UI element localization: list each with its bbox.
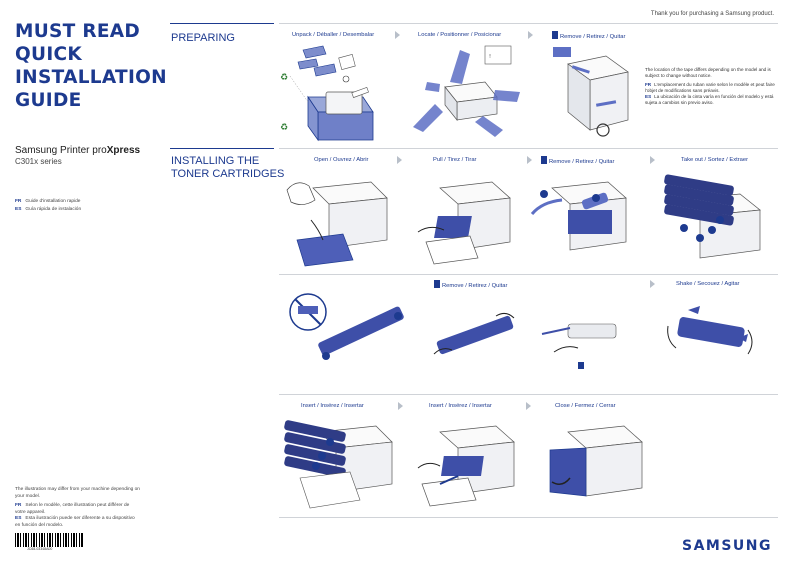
title-line: MUST READ <box>15 21 141 42</box>
row-divider <box>279 274 778 275</box>
step-close-door: Close / Fermez / Cerrar <box>555 403 616 409</box>
arrow-right-icon <box>650 280 655 288</box>
section-divider <box>170 23 274 24</box>
illustration-note: The illustration may differ from your ma… <box>15 487 140 529</box>
toner-cap-illustration <box>289 293 404 360</box>
trash-icon <box>541 156 547 164</box>
arrow-right-icon <box>526 402 531 410</box>
arrow-right-icon <box>650 156 655 164</box>
thanks-text: Thank you for purchasing a Samsung produ… <box>650 11 774 17</box>
row-divider <box>279 394 778 395</box>
insert-toner-illustration <box>284 420 393 509</box>
product-prefix: Samsung Printer pro <box>15 145 107 156</box>
pull-tray-illustration <box>417 181 511 265</box>
caution-en: The location of the tape differs dependi… <box>645 67 771 78</box>
svg-text:♻: ♻ <box>280 73 288 83</box>
insert-tray-illustration <box>417 425 515 507</box>
step-remove-ribbon: Remove / Retirez / Quitar <box>541 156 614 165</box>
step-remove-cap: Remove / Retirez / Quitar <box>434 280 507 289</box>
arrow-right-icon <box>398 402 403 410</box>
arrow-right-icon <box>528 31 533 39</box>
trash-icon <box>552 31 558 39</box>
samsung-logo: SAMSUNG <box>681 538 772 554</box>
step-take-out: Take out / Sortez / Extraer <box>681 157 749 163</box>
section-divider <box>170 148 274 149</box>
step-unpack: Unpack / Déballer / Desembalar <box>292 32 375 38</box>
title-line: GUIDE <box>15 90 82 111</box>
step-insert-tray: Insert / Insérez / Insertar <box>429 403 492 409</box>
remove-ribbon-illustration <box>530 181 627 251</box>
barcode <box>15 533 83 547</box>
section-divider-gray <box>279 23 778 24</box>
section-title-preparing: PREPARING <box>171 32 235 44</box>
locate-illustration: ! <box>413 45 520 137</box>
step-shake: Shake / Secouez / Agitar <box>676 281 740 287</box>
step-insert-toner: Insert / Insérez / Insertar <box>301 403 364 409</box>
footer-divider <box>279 517 778 518</box>
take-out-toner-illustration <box>664 174 761 259</box>
step-open: Open / Ouvrez / Abrir <box>314 157 369 163</box>
step-locate: Locate / Positionner / Posicionar <box>418 32 502 38</box>
step-pull: Pull / Tirez / Tirar <box>433 157 477 163</box>
title-line: QUICK <box>15 44 83 65</box>
product-brand: Xpress <box>106 145 141 156</box>
section-title-installing: INSTALLING THE TONER CARTRIDGES <box>171 155 285 180</box>
toner-remove-cap-illustration <box>433 312 515 355</box>
toner-pull-strip-illustration <box>541 323 617 369</box>
product-name: Samsung Printer proXpress <box>15 145 140 156</box>
section-divider-gray <box>279 148 778 149</box>
step-remove-tape: Remove / Retirez / Quitar <box>552 31 625 40</box>
close-door-illustration <box>549 425 643 497</box>
arrow-right-icon <box>395 31 400 39</box>
arrow-right-icon <box>397 156 402 164</box>
shake-toner-illustration <box>667 306 753 355</box>
product-series: C301x series <box>15 157 62 166</box>
title-line: INSTALLATION <box>15 67 167 88</box>
svg-text:!: ! <box>489 54 491 60</box>
open-door-illustration <box>286 181 388 267</box>
barcode-number: JC68-03348A00 <box>27 547 53 551</box>
tape-caution: The location of the tape differs dependi… <box>645 67 780 106</box>
note-en: The illustration may differ from your ma… <box>15 487 140 499</box>
trash-icon <box>434 280 440 288</box>
guide-title: MUST READ QUICK INSTALLATION GUIDE <box>15 20 167 112</box>
unpack-illustration: ♻ ♻ <box>280 45 374 142</box>
remove-tape-illustration <box>553 47 629 137</box>
arrow-right-icon <box>527 156 532 164</box>
svg-text:♻: ♻ <box>280 123 288 133</box>
